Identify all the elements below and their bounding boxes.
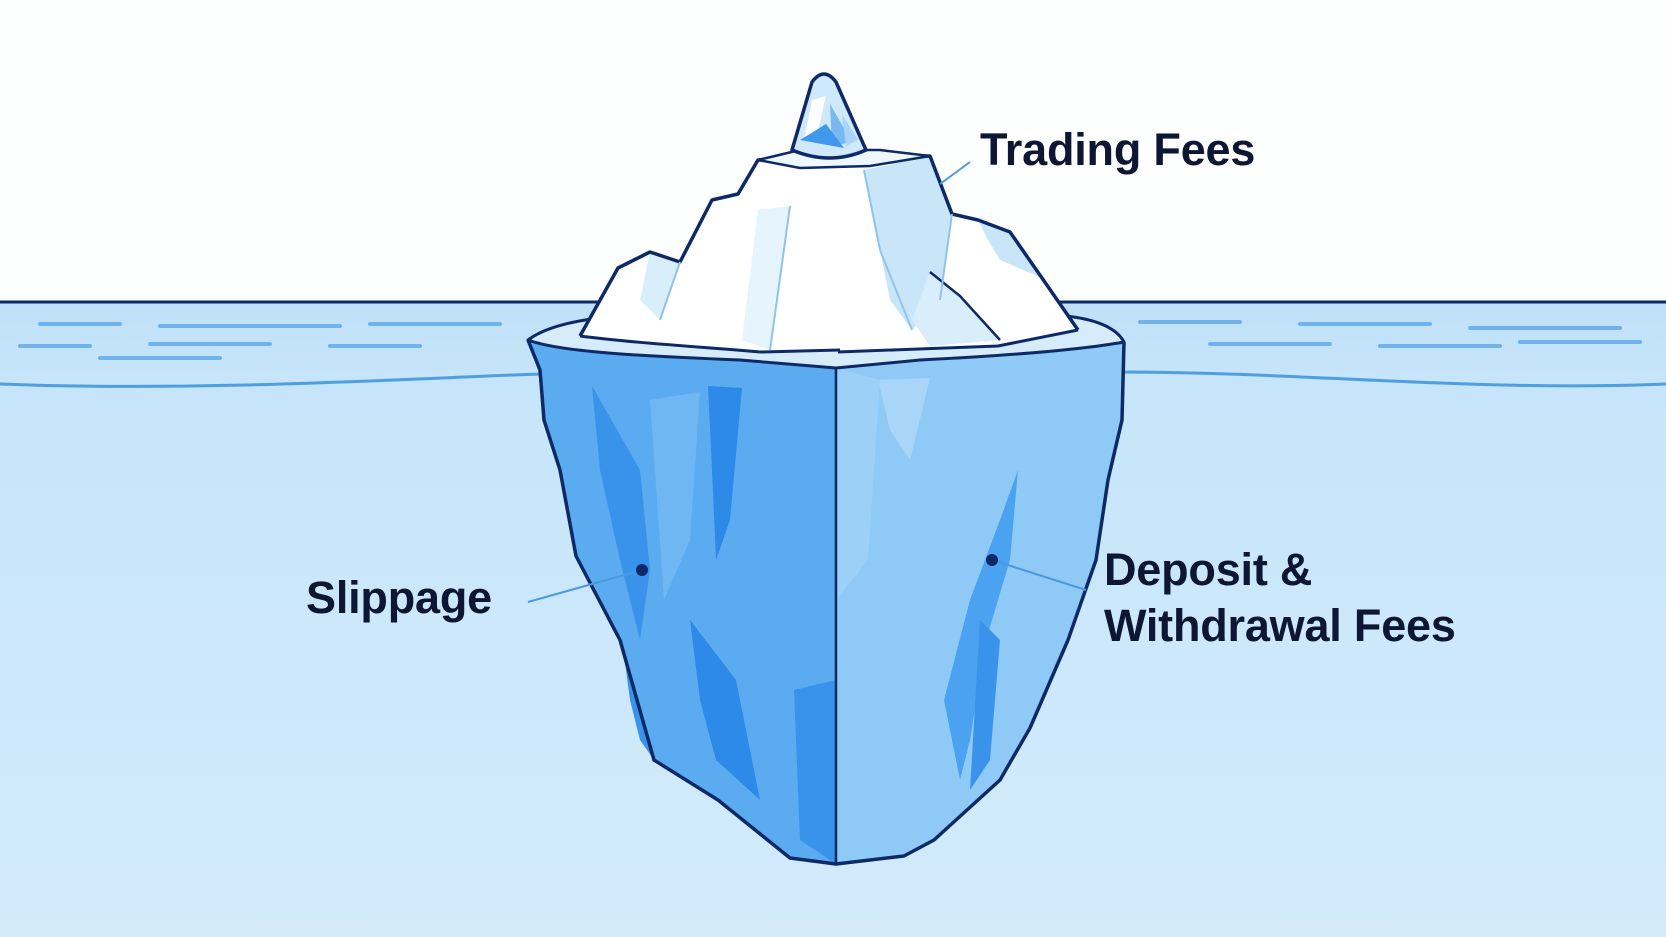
iceberg-above-water: [578, 148, 1080, 354]
slippage-dot: [636, 564, 648, 576]
waterline-curve: [0, 370, 1666, 388]
slippage-connector: [527, 569, 643, 603]
waves-right: [1138, 320, 1642, 348]
deposit-withdrawal-fees-label: Deposit & Withdrawal Fees: [1104, 542, 1456, 654]
deposit-label-line2: Withdrawal Fees: [1104, 600, 1456, 651]
trading-fees-label: Trading Fees: [980, 124, 1256, 175]
waves-left: [18, 322, 502, 360]
slippage-label: Slippage: [306, 572, 492, 623]
deposit-connector: [991, 559, 1087, 591]
trading-fees-connector: [939, 161, 971, 185]
deposit-label-line1: Deposit &: [1104, 544, 1313, 595]
deposit-dot: [986, 554, 998, 566]
iceberg-underwater: [526, 339, 1126, 866]
iceberg-peak: [790, 72, 868, 160]
